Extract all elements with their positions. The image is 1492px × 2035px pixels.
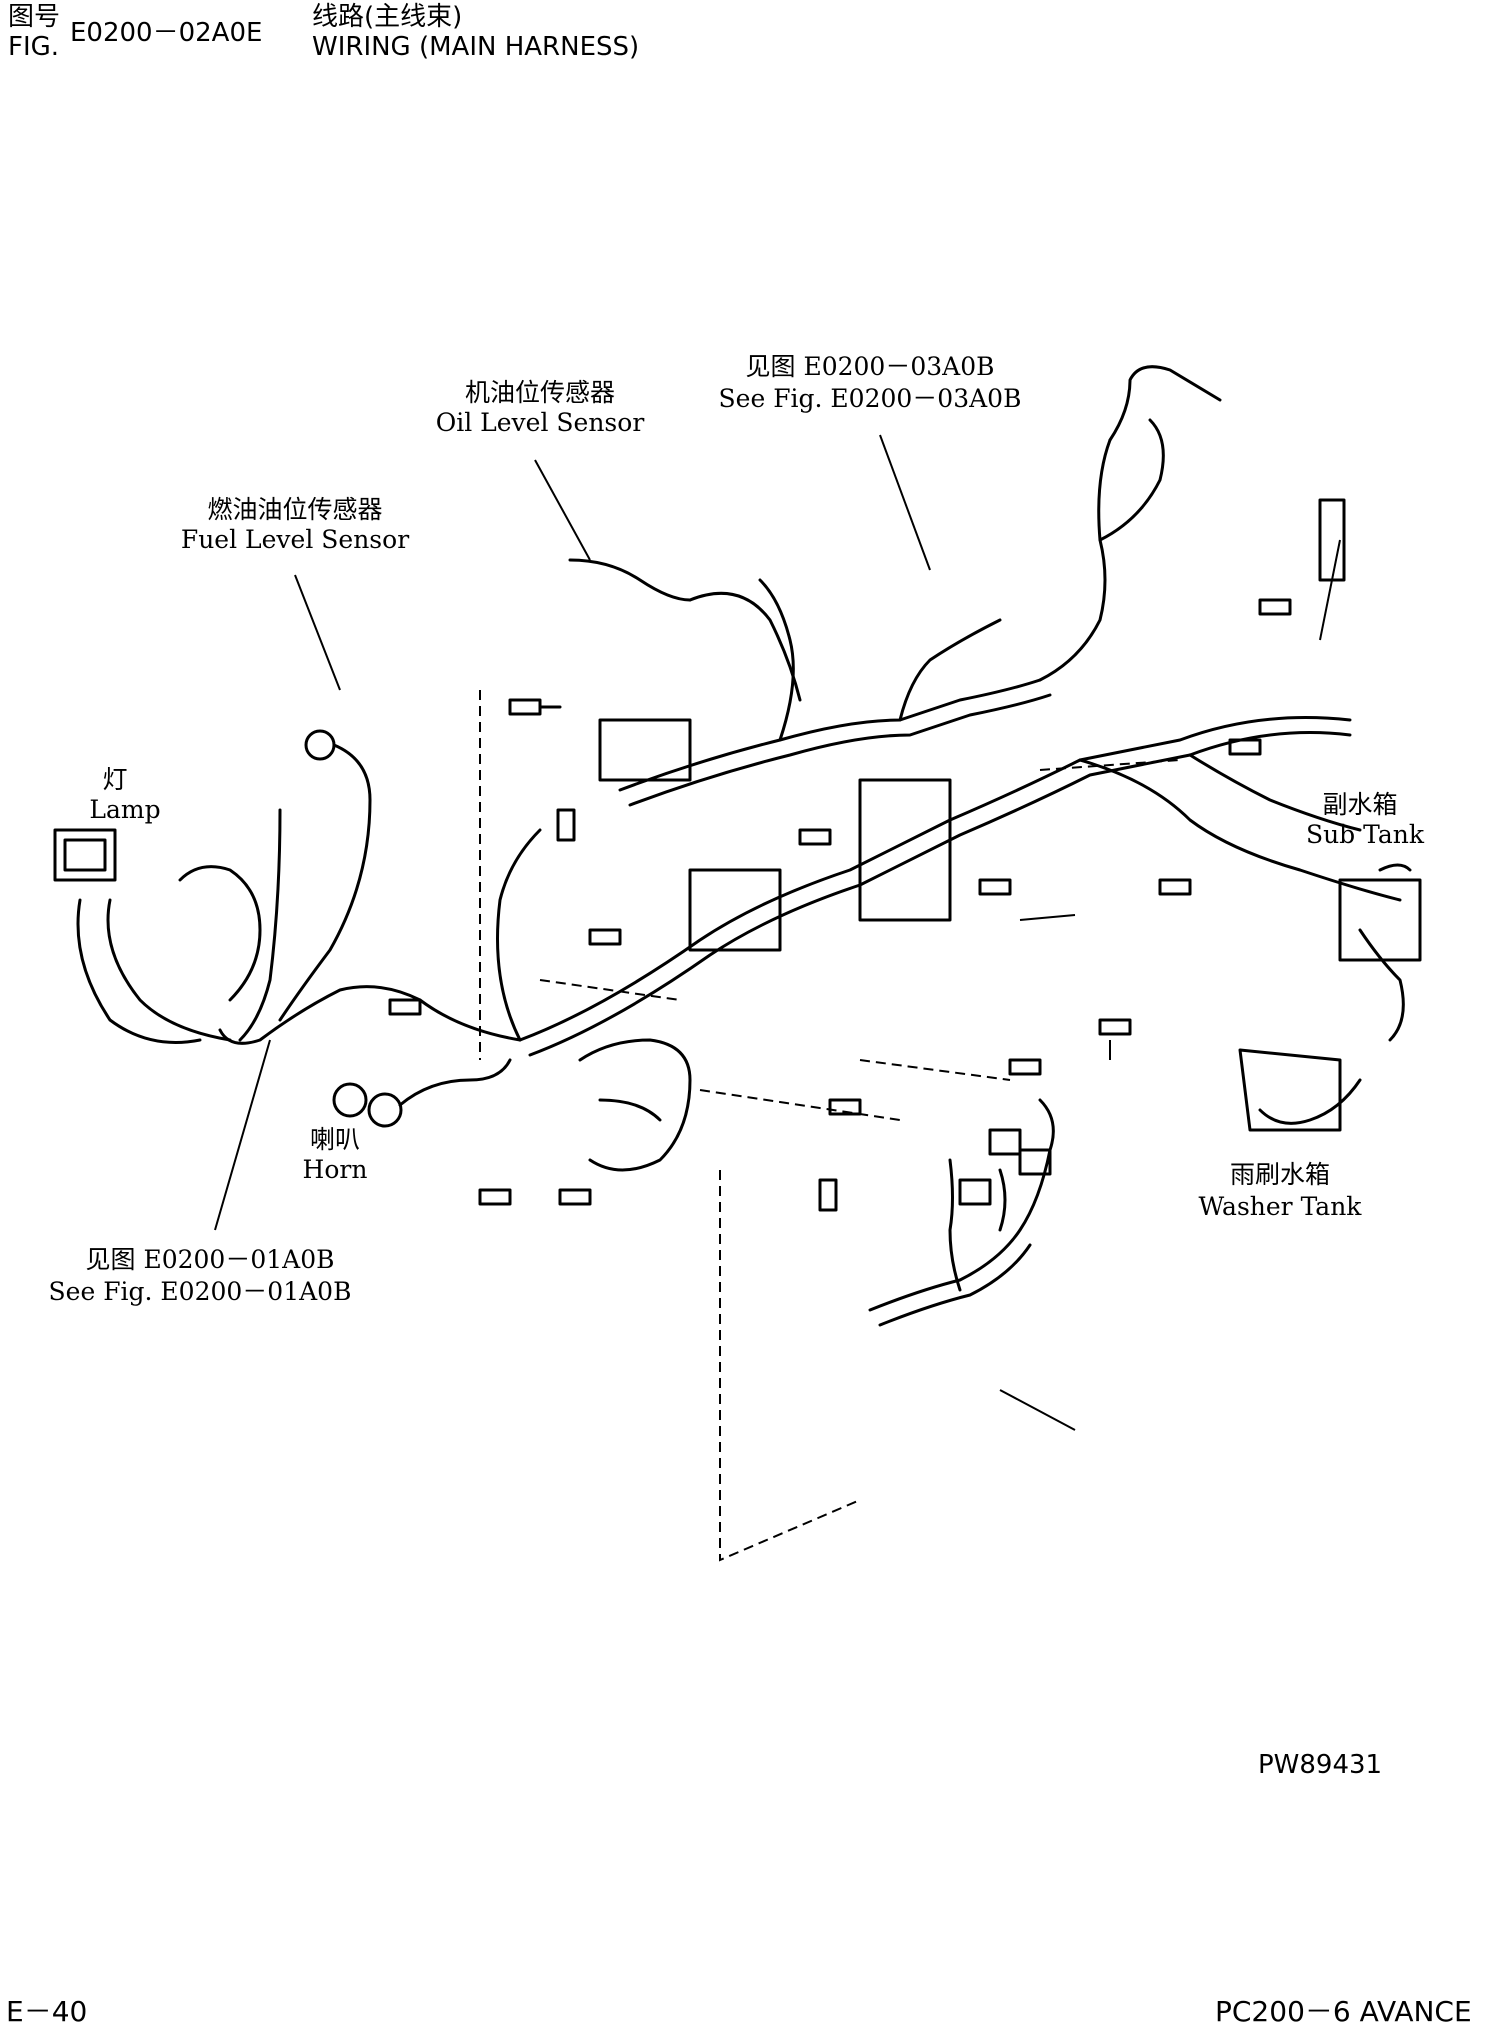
lamp-label-en: Lamp	[89, 795, 161, 824]
drawing-code: PW89431	[1258, 1750, 1383, 1780]
oil-level-sensor-label-en: Oil Level Sensor	[435, 408, 645, 437]
fig-label-cn: 图号	[8, 2, 61, 32]
horn-label-cn: 喇叭	[309, 1125, 360, 1154]
fig-label-en: FIG.	[8, 32, 60, 62]
washer-tank-label-en: Washer Tank	[1198, 1192, 1362, 1221]
model-name: PC200－6 AVANCE	[1215, 1995, 1472, 2028]
fuel-level-sensor-label-cn: 燃油油位传感器	[207, 495, 383, 524]
page-number: E－40	[6, 1995, 88, 2028]
see-fig-03-label-cn: 见图 E0200－03A0B	[745, 352, 995, 381]
title-cn: 线路(主线束)	[312, 2, 463, 32]
see-fig-03-label-en: See Fig. E0200－03A0B	[718, 384, 1022, 413]
washer-tank-label-cn: 雨刷水箱	[1229, 1160, 1330, 1189]
sub-tank-label-en: Sub Tank	[1305, 820, 1425, 849]
title-en: WIRING (MAIN HARNESS)	[312, 32, 640, 62]
lamp-label-cn: 灯	[102, 765, 128, 794]
sub-tank-label-cn: 副水箱	[1322, 790, 1398, 819]
see-fig-01-label-cn: 见图 E0200－01A0B	[85, 1245, 335, 1274]
fuel-level-sensor-label-en: Fuel Level Sensor	[180, 525, 410, 554]
fig-number: E0200－02A0E	[70, 18, 263, 48]
see-fig-01-label-en: See Fig. E0200－01A0B	[48, 1277, 352, 1306]
oil-level-sensor-label-cn: 机油位传感器	[464, 378, 615, 407]
horn-label-en: Horn	[302, 1155, 368, 1184]
